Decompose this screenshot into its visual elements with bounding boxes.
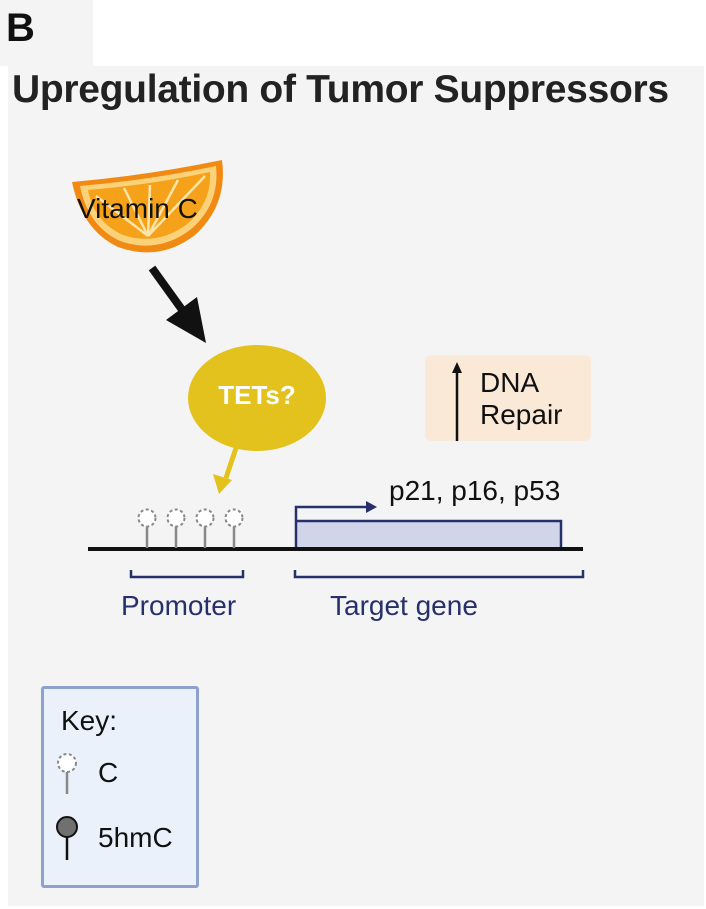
key-c-icon	[57, 753, 77, 794]
cytosine-marker	[195, 508, 215, 548]
target-gene-label: Target gene	[330, 590, 478, 621]
panel-label: B	[6, 6, 35, 50]
panel-letter-background	[0, 0, 93, 66]
cytosine-marker	[166, 508, 186, 548]
figure-title: Upregulation of Tumor Suppressors	[12, 68, 669, 111]
key-title: Key:	[61, 705, 118, 736]
promoter-bracket	[129, 570, 245, 579]
dna-repair-label: DNA Repair	[480, 367, 562, 431]
vitamin-c-label: Vitamin C	[77, 193, 198, 224]
upregulation-arrow-icon	[452, 362, 462, 441]
key-5hmc-label: 5hmC	[98, 822, 173, 853]
dna-repair-line2: Repair	[480, 399, 563, 430]
cytosine-marker	[137, 508, 157, 548]
key-c-label: C	[98, 757, 119, 788]
target-gene-bracket	[293, 570, 585, 579]
tets-arrow	[213, 447, 239, 494]
key-5hmc-icon	[56, 816, 78, 860]
promoter-cytosines	[137, 508, 244, 548]
tets-ellipse	[188, 345, 326, 451]
dna-repair-box	[425, 355, 591, 441]
dna-repair-line1: DNA	[480, 367, 540, 398]
cytosine-marker	[224, 508, 244, 548]
promoter-label: Promoter	[121, 590, 237, 621]
tets-label: TETs?	[218, 380, 296, 410]
activation-arrow	[148, 265, 206, 343]
transcription-start-arrow	[294, 501, 377, 520]
orange-slice-icon	[72, 160, 223, 253]
gene-names-label: p21, p16, p53	[389, 475, 561, 506]
